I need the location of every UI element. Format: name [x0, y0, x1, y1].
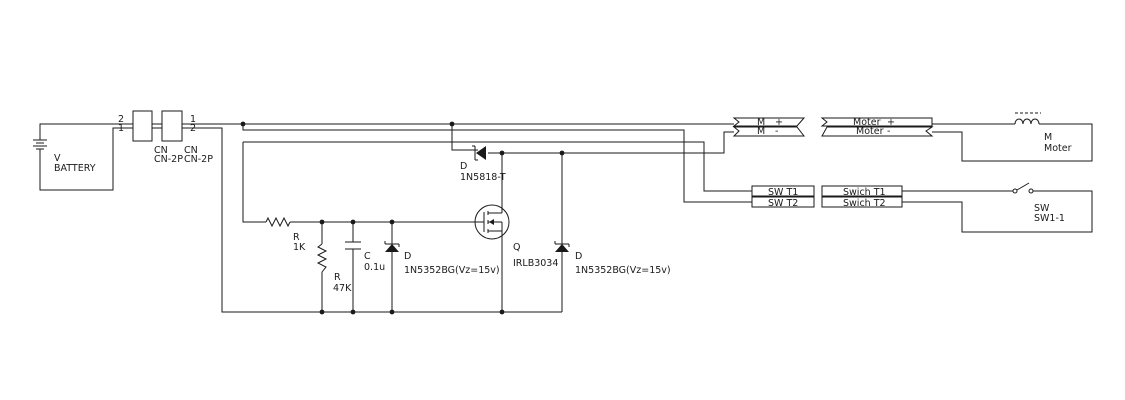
flyback-diode-ref: D — [460, 161, 467, 172]
gate-resistor-symbol — [265, 216, 291, 228]
capacitor-symbol — [345, 241, 361, 250]
switch-ref: SW — [1034, 203, 1050, 214]
junction-dot — [240, 121, 246, 127]
pulldown-resistor-value: 47K — [333, 283, 352, 294]
mosfet-symbol — [474, 204, 510, 240]
switch-conn-right-t2: Swich T2 — [843, 198, 886, 209]
junction-dot — [350, 219, 356, 225]
drain-zener-ref: D — [575, 251, 582, 262]
connector-2-value: CN-2P — [184, 154, 213, 165]
gate-resistor-value: 1K — [293, 242, 306, 253]
capacitor-value: 0.1u — [364, 262, 385, 273]
motor-conn-left-plus-pin: + — [775, 117, 783, 128]
battery-ref: V — [54, 153, 61, 164]
motor-conn-right-minus-label: Moter — [856, 126, 884, 137]
gate-zener-ref: D — [404, 251, 411, 262]
junction-dot — [389, 309, 395, 315]
junction-dots — [240, 121, 565, 315]
gate-zener-value: 1N5352BG(Vz=15v) — [404, 265, 500, 276]
connector-2-pin-2: 2 — [190, 123, 196, 134]
switch-connector-right — [821, 185, 903, 208]
connector-1-ref: CN — [154, 145, 168, 156]
battery-value: BATTERY — [54, 163, 96, 174]
motor-connector-left — [732, 117, 806, 137]
junction-dot — [449, 121, 455, 127]
motor-symbol — [1014, 112, 1041, 125]
motor-conn-right-minus-pin: - — [887, 126, 890, 137]
gate-resistor-ref: R — [293, 232, 300, 243]
connector-1-symbol — [132, 110, 153, 142]
drain-zener-value: 1N5352BG(Vz=15v) — [575, 265, 671, 276]
motor-conn-left-minus-pin: - — [775, 126, 778, 137]
junction-dot — [350, 309, 356, 315]
connector-2-symbol — [161, 110, 183, 142]
flyback-diode-value: 1N5818-T — [460, 172, 506, 183]
connector-1-pin-2: 2 — [118, 114, 124, 125]
switch-value: SW1-1 — [1034, 213, 1065, 224]
capacitor-ref: C — [364, 251, 371, 262]
junction-dot — [499, 150, 505, 156]
switch-conn-right-t1: Swich T1 — [843, 187, 886, 198]
junction-dot — [499, 309, 505, 315]
connector-1-value: CN-2P — [154, 154, 183, 165]
motor-conn-right-plus-pin: + — [887, 117, 895, 128]
wires — [39, 123, 1093, 313]
drain-zener-symbol — [554, 241, 570, 252]
switch-conn-left-t1: SW T1 — [768, 187, 798, 198]
flyback-diode-symbol — [472, 145, 486, 161]
switch-symbol — [1012, 182, 1034, 194]
gate-zener-symbol — [384, 241, 400, 252]
junction-dot — [319, 219, 325, 225]
motor-value: Moter — [1044, 143, 1072, 154]
motor-conn-right-plus-label: Moter — [853, 117, 881, 128]
pulldown-resistor-ref: R — [334, 272, 341, 283]
switch-conn-left-t2: SW T2 — [768, 198, 798, 209]
battery-symbol — [33, 137, 47, 152]
junction-dot — [319, 309, 325, 315]
motor-connector-right — [820, 117, 934, 137]
pulldown-resistor-symbol — [316, 243, 328, 273]
connector-2-pin-1: 1 — [190, 114, 196, 125]
mosfet-value: IRLB3034 — [513, 258, 558, 269]
motor-conn-left-plus-label: M — [757, 117, 765, 128]
connector-1-pin-1: 1 — [118, 123, 124, 134]
motor-conn-left-minus-label: M — [757, 126, 765, 137]
switch-connector-left — [751, 185, 815, 208]
junction-dot — [559, 150, 565, 156]
mosfet-ref: Q — [513, 242, 520, 253]
junction-dot — [389, 219, 395, 225]
connector-2-ref: CN — [184, 145, 198, 156]
motor-ref: M — [1044, 132, 1052, 143]
